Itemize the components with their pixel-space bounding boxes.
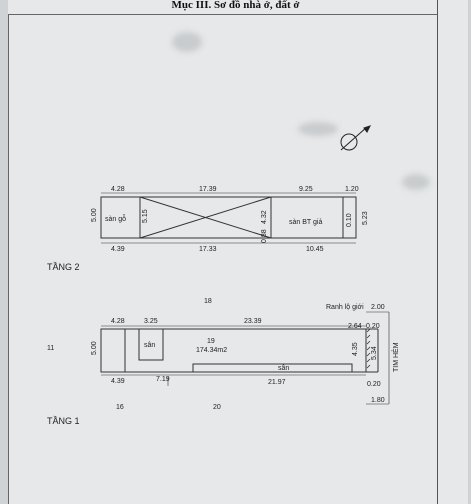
floor1-dim-top-2: 3.25: [144, 318, 158, 325]
floor1-road-label: TIM HẺM: [391, 342, 400, 372]
floor1-dim-bottom-2: 7.19: [156, 376, 170, 383]
page-border-top: [8, 14, 438, 15]
floor1-label: TẦNG 1: [47, 416, 80, 426]
floor2-label: TẦNG 2: [47, 262, 80, 272]
section-heading: Mục III. Sơ đồ nhà ở, đất ở: [171, 0, 300, 11]
floor2-dim-top-1: 4.28: [111, 186, 125, 193]
floor1-neighbor-bottom-left: 16: [116, 404, 124, 411]
floor2-dim-inner-2: 4.32: [261, 210, 268, 224]
floor1-lot-number: 19: [207, 338, 215, 345]
floor2-dim-left: 5.00: [91, 208, 98, 222]
floor1-dim-top-5: 2.00: [371, 304, 385, 311]
floor1-room-left: sân: [144, 342, 155, 349]
floor1-dim-top-4: 2.64: [348, 323, 362, 330]
page-border-left: [8, 14, 9, 504]
floor2-dim-right: 5.23: [362, 211, 369, 225]
floor2-dim-inner-1: 5.15: [142, 209, 149, 223]
page-border-right: [437, 0, 438, 504]
floor1-area: 174.34m2: [196, 347, 227, 354]
floor1-dim-bottom-1: 4.39: [111, 378, 125, 385]
floor1-dim-bottom-4: 0.20: [367, 381, 381, 388]
floor2-dim-bottom-3: 10.45: [306, 246, 324, 253]
floor1-dim-left: 5.00: [91, 341, 98, 355]
floor1-neighbor-bottom: 20: [213, 404, 221, 411]
floor1-dim-right-2: 5.34: [371, 346, 378, 360]
floor2-room-right: sàn BT giả: [289, 219, 322, 226]
floor1-right-edge-hatch: [366, 328, 371, 369]
floor2-plan: [100, 192, 357, 244]
floor2-dim-top-4: 1.20: [345, 186, 359, 193]
floor2-dim-bottom-2: 17.33: [199, 246, 217, 253]
floor1-dim-top-1: 4.28: [111, 318, 125, 325]
floor1-room-bottom: sân: [278, 365, 289, 372]
floor1-dim-bottom-3: 21.97: [268, 379, 286, 386]
smudge: [298, 122, 338, 136]
floor1-neighbor-left: 11: [47, 345, 54, 352]
floor1-dim-right-1: 4.35: [352, 342, 359, 356]
smudge: [402, 174, 430, 190]
floor2-dim-top-2: 17.39: [199, 186, 217, 193]
floor2-dim-bottom-1: 4.39: [111, 246, 125, 253]
smudge: [172, 32, 202, 52]
document-sheet: [8, 0, 468, 504]
floor2-dim-top-3: 9.25: [299, 186, 313, 193]
floor1-dim-bottom-5: 1.80: [371, 397, 385, 404]
floor2-room-left: sàn gỗ: [105, 214, 126, 223]
floor2-dim-inner-3: 0.88: [261, 229, 268, 243]
floor1-dim-top-6: 0.20: [366, 323, 380, 330]
floor1-dim-top-3: 23.39: [244, 318, 262, 325]
floor1-neighbor-top: 18: [204, 298, 212, 305]
floor1-boundary-label: Ranh lộ giới: [326, 304, 364, 311]
floor1-plan: [100, 311, 390, 405]
floor2-dim-inner-4: 0.10: [346, 213, 353, 227]
north-arrow-icon: [340, 125, 371, 151]
